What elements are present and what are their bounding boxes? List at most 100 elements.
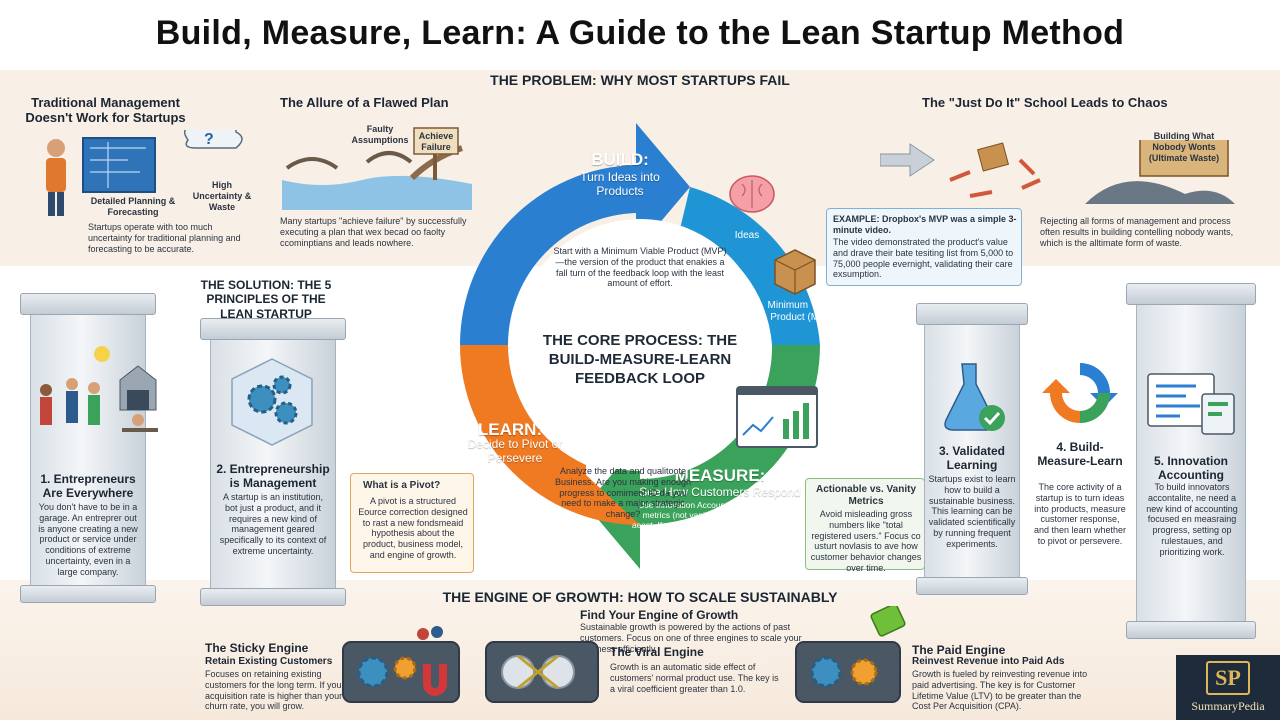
traditional-caption2: High Uncertainty & Waste <box>192 180 252 212</box>
faulty-assumptions: Faulty Assumptions <box>351 124 409 145</box>
principle4-title: 4. Build-Measure-Learn <box>1037 440 1123 468</box>
fuel-can-icon <box>870 606 906 637</box>
brand-name: SummaryPedia <box>1191 699 1265 713</box>
pillar2-cap <box>200 318 346 340</box>
sticky-subtitle: Retain Existing Customers <box>205 656 333 667</box>
viral-title: The Viral Engine <box>610 645 704 659</box>
pivot-body: A pivot is a structured Eource correctio… <box>358 496 468 560</box>
pivot-callout: What is a Pivot? A pivot is a structured… <box>350 473 474 573</box>
question-cloud-icon <box>183 130 243 149</box>
find-engine-body: Sustainable growth is powered by the act… <box>580 622 802 654</box>
principle5-body: To build innovators accontalite, ne need… <box>1146 482 1238 557</box>
entrepreneurs-illustration <box>40 346 158 432</box>
paid-title: The Paid Engine <box>912 643 1006 657</box>
box-icon <box>976 142 1010 172</box>
person-body-icon <box>46 158 66 192</box>
paid-engine-illustration <box>795 606 906 703</box>
build-subtitle: Turn Ideas into Products <box>580 170 660 198</box>
brand-logo: SP SummaryPedia <box>1176 655 1280 720</box>
blueprint-icon <box>82 137 156 193</box>
magnet-icon <box>423 664 447 696</box>
loop-center <box>514 219 766 471</box>
pillar1-cap <box>20 293 156 315</box>
justdoit-title: The "Just Do It" School Leads to Chaos <box>922 95 1168 110</box>
learn-subtitle: Decide to Pivot or Persevere <box>467 437 563 465</box>
problem-heading: THE PROBLEM: WHY MOST STARTUPS FAIL <box>490 72 790 88</box>
pillar5-body <box>1136 305 1246 621</box>
ideas-label: Ideas <box>734 230 760 241</box>
arrow-right-icon <box>880 143 935 177</box>
measure-body: Use Innovation Accounting and actionable… <box>631 500 804 541</box>
principle3-body: Startups exist to learn how to build a s… <box>928 474 1016 549</box>
person-head-icon <box>47 139 65 157</box>
core-process-title: THE CORE PROCESS: THE BUILD-MEASURE-LEAR… <box>542 332 738 387</box>
sticky-body: Focuses on retaining existing customers … <box>205 669 345 712</box>
sticky-title: The Sticky Engine <box>205 641 309 655</box>
traditional-body: Startups operate with too much uncertain… <box>88 222 241 254</box>
principle4-body: The core activity of a startup is to tur… <box>1033 482 1127 546</box>
brand-mark: SP <box>1206 661 1250 695</box>
growth-heading: THE ENGINE OF GROWTH: HOW TO SCALE SUSTA… <box>442 589 838 605</box>
gear-icon <box>810 656 842 688</box>
build-arc <box>460 123 690 345</box>
lightbulb-icon <box>94 346 110 362</box>
principle5-title: 5. Innovation Accounting <box>1153 454 1228 482</box>
allure-body: Many startups "achieve failure" by succe… <box>280 216 467 248</box>
traditional-caption1: Detailed Planning & Forecasting <box>90 196 176 217</box>
dropbox-example: EXAMPLE: Dropbox's MVP was a simple 3-mi… <box>826 208 1022 286</box>
flask-illustration <box>944 363 1005 431</box>
learn-inner-text: Analyze the data and qualitoote Business… <box>554 466 692 520</box>
measure-title: MEASURE: <box>674 466 766 485</box>
network-icon <box>517 654 559 690</box>
sticky-engine-illustration <box>342 626 460 703</box>
gear-icon <box>247 384 277 414</box>
learn-title: LEARN: <box>477 420 543 439</box>
pillar5-cap <box>1126 283 1256 305</box>
engine-icon <box>795 641 901 703</box>
chaos-illustration <box>880 140 1235 204</box>
pivot-title: What is a Pivot? <box>363 480 441 491</box>
mvp-label: Minimum Viable Product (MVP) <box>767 300 839 323</box>
page-title: Build, Measure, Learn: A Guide to the Le… <box>155 14 1125 52</box>
vanity-title: Actionable vs. Vanity Metrics <box>815 484 917 507</box>
trash-pile-icon <box>1085 181 1235 204</box>
find-engine-title: Find Your Engine of Growth <box>580 608 739 622</box>
pillar1-body <box>30 315 146 585</box>
build-inner-text: Start with a Minimum Viable Product (MVP… <box>553 246 727 289</box>
paid-subtitle: Reinvest Revenue into Paid Ads <box>912 656 1065 667</box>
check-icon <box>979 405 1005 431</box>
mvp-box-icon <box>774 249 816 295</box>
planning-illustration: ? <box>46 130 243 216</box>
cycle-arrows-icon <box>1042 363 1118 423</box>
example-title: EXAMPLE: Dropbox's MVP was a simple 3-mi… <box>833 214 1017 235</box>
vanity-body: Avoid misleading gross numbers like "tot… <box>810 509 922 573</box>
accounting-dashboard-illustration <box>1147 373 1235 435</box>
principle3-title: 3. Validated Learning <box>938 444 1006 472</box>
svg-text:?: ? <box>204 131 214 148</box>
example-body: The video demonstrated the product's val… <box>833 237 1014 280</box>
vanity-callout: Actionable vs. Vanity Metrics Avoid misl… <box>805 478 925 573</box>
measure-subtitle: See How Customers Respond <box>639 485 801 499</box>
paid-body: Growth is fueled by reinvesting revenue … <box>912 669 1088 712</box>
dashboard-icon <box>736 386 818 448</box>
traditional-title: Traditional Management Doesn't Work for … <box>25 95 186 125</box>
principle1-body: You don't have to be in a garage. An ent… <box>38 502 138 577</box>
principle2-body: A startup is an institution, bot just a … <box>219 492 327 556</box>
nobody-wants-sign: Building What Nobody Wonts (Ultimate Was… <box>1148 131 1220 163</box>
justdoit-body: Rejecting all forms of management and pr… <box>1040 216 1234 248</box>
principle1-title: 1. Entrepreneurs Are Everywhere <box>40 472 136 500</box>
principle2-title: 2. Entrepreneurship is Management <box>216 462 330 490</box>
brain-icon <box>729 175 775 213</box>
bridge-icon <box>285 157 339 170</box>
viral-body: Growth is an automatic side effect of cu… <box>610 662 779 694</box>
gear-icon <box>357 656 389 688</box>
pillar3-cap <box>916 303 1028 325</box>
bridge-illustration <box>282 127 472 210</box>
solution-heading: THE SOLUTION: THE 5 PRINCIPLES OF THE LE… <box>200 278 332 321</box>
allure-title: The Allure of a Flawed Plan <box>280 95 449 110</box>
achieve-failure-sign: Achieve Failure <box>418 131 454 152</box>
learn-arc <box>460 345 640 525</box>
gears-cube-illustration <box>231 358 313 446</box>
viral-engine-illustration <box>485 641 599 703</box>
build-title: BUILD: <box>591 150 649 169</box>
